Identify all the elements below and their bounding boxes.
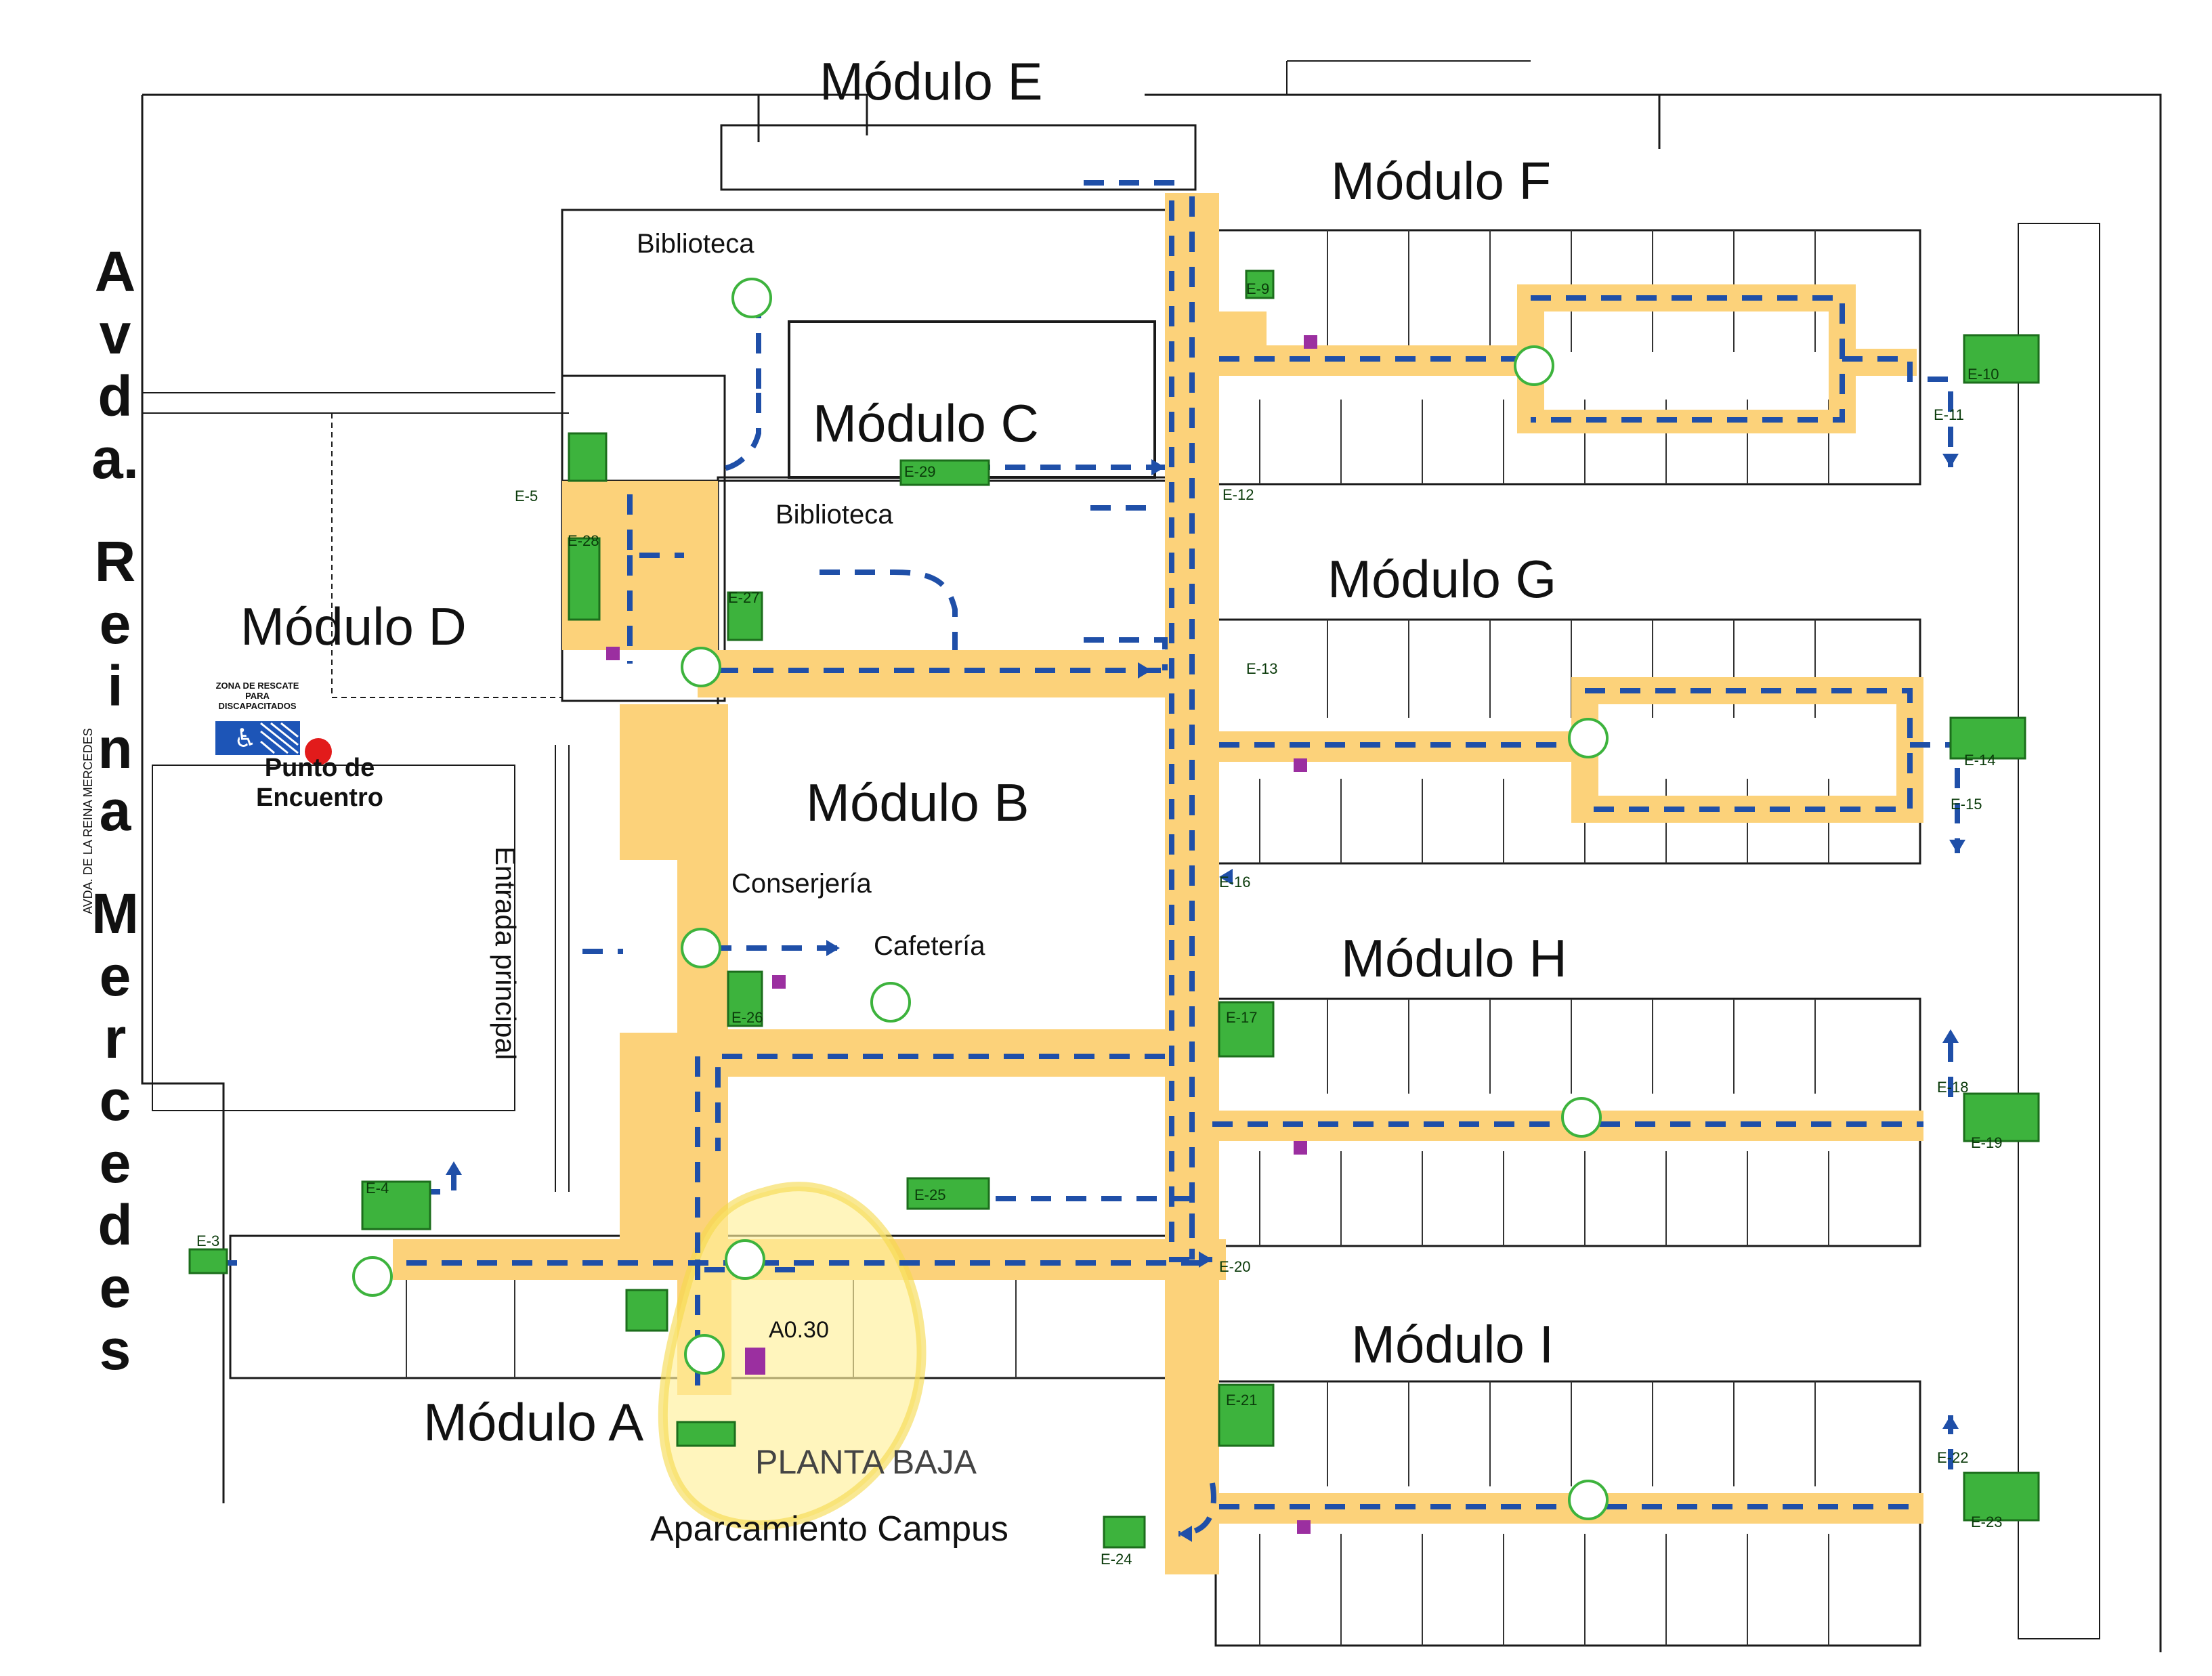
exit-person-icons xyxy=(352,278,1609,1520)
evacuation-routes xyxy=(196,180,1960,1537)
wheelchair-icon: ♿ xyxy=(234,723,257,753)
building-outlines xyxy=(141,60,2162,1652)
purple-markers xyxy=(606,335,1317,1534)
meeting-point-dot xyxy=(305,738,332,765)
room-grid xyxy=(406,230,1829,1646)
route-arrowheads xyxy=(190,454,1965,1542)
exit-stairs xyxy=(188,270,2040,1549)
rescue-zone-sign: ♿ xyxy=(215,721,300,755)
corridors xyxy=(393,193,1923,1574)
